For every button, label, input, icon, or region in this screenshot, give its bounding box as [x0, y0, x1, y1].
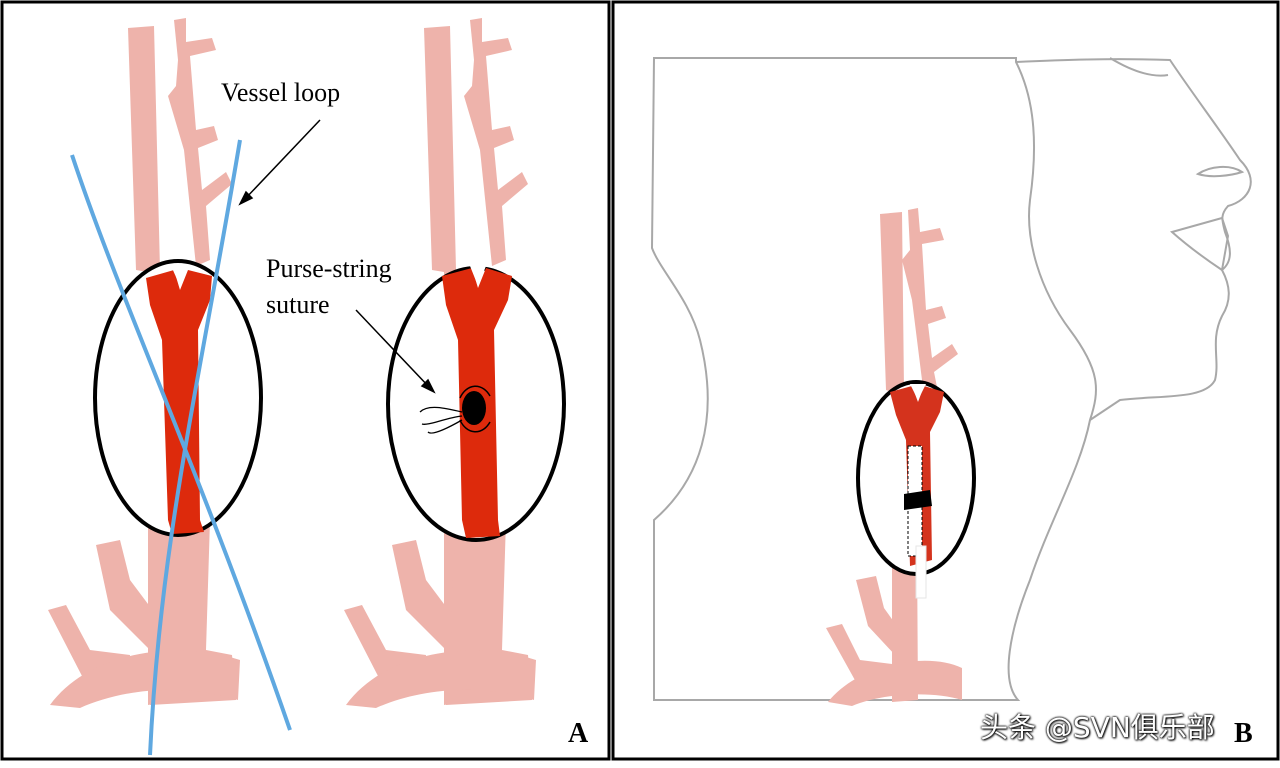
- panel-a-letter: A: [568, 718, 589, 749]
- panel-b-head-outline: [650, 57, 1252, 701]
- panel-a-frame: [0, 0, 611, 761]
- vessel-loops: [70, 139, 292, 756]
- purse-string-label-line2: suture: [266, 290, 330, 319]
- vessel-loop-label: Vessel loop: [221, 78, 341, 107]
- annotation-arrows: [238, 119, 436, 394]
- panel-a-left-artery: [48, 18, 240, 708]
- panel-a-right-exposure: [386, 266, 566, 542]
- watermark: 头条 @SVN俱乐部: [980, 711, 1215, 744]
- panel-b-exposure: [856, 380, 976, 599]
- panel-b-frame: [611, 0, 1280, 761]
- panel-b-letter: B: [1234, 718, 1253, 749]
- purse-string-label-line1: Purse-string: [266, 254, 392, 283]
